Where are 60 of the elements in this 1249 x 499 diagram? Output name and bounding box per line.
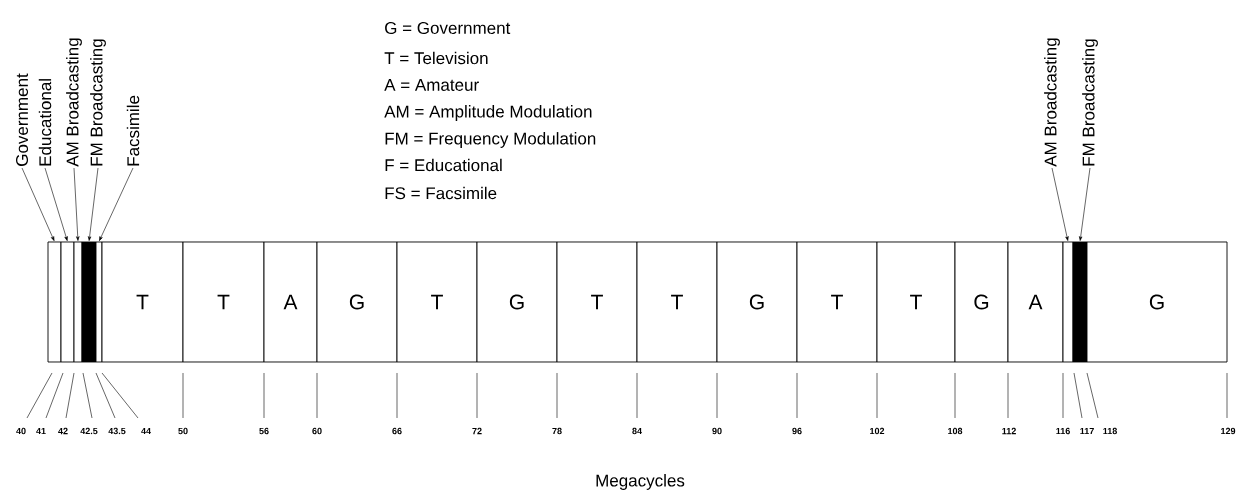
tick-label: 116 (1056, 427, 1070, 435)
rotated-label: Facsimile (126, 95, 140, 166)
frequency-band: T (182, 241, 265, 363)
frequency-band: T (796, 241, 878, 363)
rotated-label: FM Broadcasting (90, 39, 106, 166)
tick-label: 60 (312, 427, 322, 435)
rotated-label: Government (16, 73, 29, 166)
axis-title: Megacycles (596, 474, 685, 490)
legend-entry: F = Educational (385, 158, 502, 172)
leader-arrow (44, 167, 68, 241)
leader-arrow (73, 167, 80, 241)
tick-label: 78 (552, 427, 562, 435)
frequency-band: G (316, 241, 398, 363)
tick-label: 112 (1002, 427, 1016, 435)
tick-label: 108 (948, 427, 963, 435)
frequency-band: A (263, 241, 318, 363)
frequency-band: T (556, 241, 638, 363)
leader-arrow (1051, 167, 1069, 241)
tick-label: 118 (1103, 427, 1117, 435)
tick-label: 96 (792, 427, 802, 435)
rotated-label: FM Broadcasting (1082, 39, 1098, 166)
filled-band (1072, 241, 1088, 363)
tick-label: 42.5 (80, 427, 98, 435)
rotated-label: AM Broadcasting (1044, 38, 1060, 167)
legend-entry: G = Government (385, 22, 511, 34)
tick-label: 40 (16, 427, 26, 435)
legend-entry: FS = Facsimile (385, 186, 497, 200)
tick-label: 117 (1080, 427, 1094, 435)
leader-arrow (1079, 167, 1091, 241)
tick-label: 90 (712, 427, 722, 435)
filled-band (81, 241, 97, 363)
tick-label: 72 (472, 427, 482, 435)
legend-entry: T = Television (384, 51, 488, 65)
tick-label: 44 (141, 427, 151, 435)
frequency-band (1062, 241, 1074, 363)
tick-label: 56 (259, 427, 269, 435)
frequency-band: G (716, 241, 798, 363)
tick-label: 84 (632, 427, 642, 435)
legend-entry: AM = Amplitude Modulation (384, 105, 592, 121)
tick-label: 41 (36, 427, 46, 435)
legend-entry: FM = Frequency Modulation (385, 132, 596, 148)
tick-label: 50 (178, 427, 188, 435)
leader-arrow (87, 167, 99, 241)
frequency-band: T (396, 241, 478, 363)
leader-arrow (21, 167, 55, 241)
frequency-band: G (954, 241, 1009, 363)
frequency-band: T (876, 241, 956, 363)
tick-label: 43.5 (108, 427, 126, 435)
frequency-band: T (636, 241, 718, 363)
tick-label: 42 (58, 427, 68, 435)
rotated-label: AM Broadcasting (66, 38, 82, 167)
tick-label: 129 (1221, 427, 1236, 435)
leader-arrow (99, 167, 134, 241)
frequency-band: G (1086, 241, 1228, 363)
frequency-band (73, 241, 83, 363)
tick-label: 102 (870, 427, 885, 435)
tick-label: 66 (392, 427, 402, 435)
legend-entry: A = Amateur (384, 79, 479, 91)
frequency-band: G (476, 241, 558, 363)
rotated-label: Educational (38, 79, 52, 166)
